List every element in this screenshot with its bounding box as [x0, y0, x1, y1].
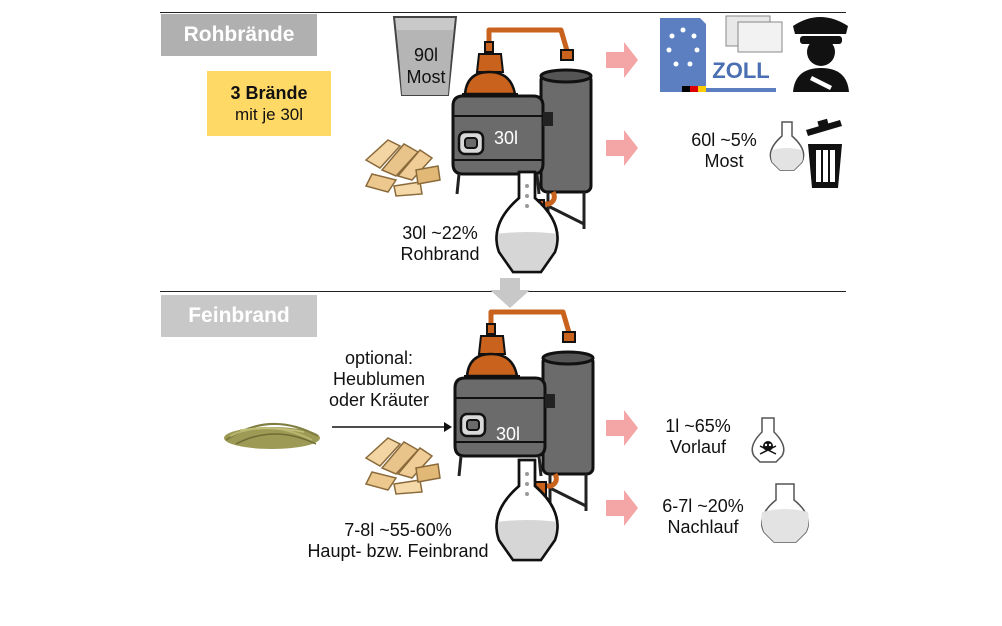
foreshots-volume: 1l ~65%	[665, 416, 731, 436]
customs-officer-icon	[793, 17, 849, 92]
arrow-to-waste-icon	[606, 130, 638, 166]
customs-logo-icon	[660, 15, 783, 92]
fine-output-name: Haupt- bzw. Feinbrand	[307, 541, 489, 561]
raw-firewood-icon	[365, 139, 441, 197]
waste-content: Most	[704, 151, 744, 171]
arrow-to-customs-icon	[606, 42, 638, 78]
tails-flask-icon	[761, 483, 809, 543]
stage-down-arrow-icon	[490, 278, 530, 308]
tails-name: Nachlauf	[667, 517, 739, 537]
raw-output-volume: 30l ~22%	[402, 223, 478, 243]
bucket-label: 90l Most	[402, 44, 450, 88]
tails-label: 6-7l ~20% Nachlauf	[648, 496, 758, 538]
arrow-to-foreshots-icon	[606, 410, 638, 446]
section-title-feinbrand: Feinbrand	[161, 295, 317, 337]
fine-still-volume: 30l	[495, 424, 521, 444]
foreshots-label: 1l ~65% Vorlauf	[652, 416, 744, 458]
raw-still-volume: 30l	[493, 128, 519, 148]
waste-flask-icon	[769, 121, 805, 171]
optional-line-3: oder Kräuter	[328, 390, 430, 410]
bucket-volume: 90l	[413, 45, 439, 65]
optional-line-2: Heublumen	[332, 369, 426, 389]
optional-ingredients-label: optional: Heublumen oder Kräuter	[316, 348, 442, 411]
foreshots-name: Vorlauf	[669, 437, 727, 457]
trash-can-icon	[806, 118, 842, 188]
fine-firewood-icon	[365, 437, 441, 495]
fine-output-volume: 7-8l ~55-60%	[344, 520, 452, 540]
arrow-to-tails-icon	[606, 490, 638, 526]
optional-line-1: optional:	[344, 348, 414, 368]
waste-volume: 60l ~5%	[691, 130, 757, 150]
batch-note: 3 Brände mit je 30l	[207, 71, 331, 136]
bucket-content: Most	[406, 67, 446, 87]
hay-icon	[224, 422, 320, 449]
section-title-rohbraende: Rohbrände	[161, 14, 317, 56]
batch-size: mit je 30l	[234, 104, 304, 124]
tails-volume: 6-7l ~20%	[662, 496, 744, 516]
waste-label: 60l ~5% Most	[674, 130, 774, 172]
top-divider	[160, 12, 846, 13]
raw-output-name: Rohbrand	[400, 244, 480, 264]
customs-text: ZOLL	[712, 58, 770, 83]
batch-count: 3 Brände	[230, 82, 308, 103]
ingredient-arrow-icon	[332, 422, 452, 432]
raw-output-label: 30l ~22% Rohbrand	[388, 223, 492, 265]
bucket-icon	[392, 16, 458, 96]
fine-output-label: 7-8l ~55-60% Haupt- bzw. Feinbrand	[286, 520, 510, 562]
foreshots-flask-icon	[751, 417, 785, 463]
